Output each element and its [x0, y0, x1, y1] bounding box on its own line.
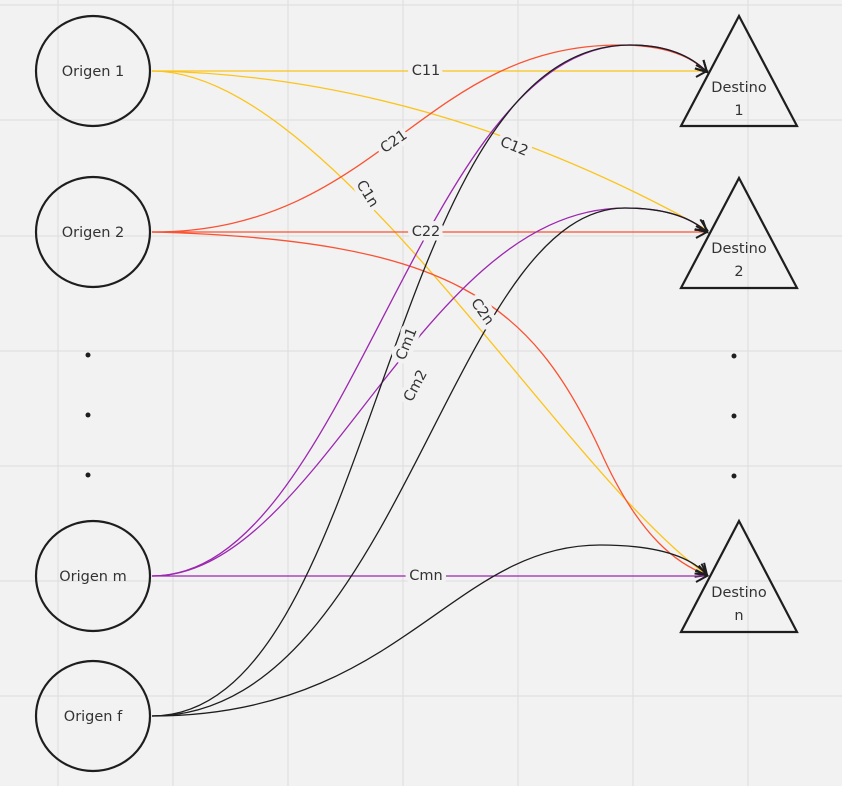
edge-c2n[interactable]	[151, 231, 707, 575]
label-c11: C11	[412, 63, 441, 79]
destination-2-label: Destino	[711, 241, 767, 257]
destination-ellipsis	[731, 353, 737, 479]
label-cmn: Cmn	[409, 568, 442, 584]
destination-n-label: Destino	[711, 585, 767, 601]
destination-1[interactable]: Destino 1	[679, 13, 799, 128]
label-c12: C12	[498, 134, 530, 160]
destination-2-number: 2	[734, 264, 743, 280]
origin-2-label: Origen 2	[62, 225, 125, 241]
edge-cf1[interactable]	[151, 44, 707, 717]
destination-n-number: n	[734, 608, 743, 624]
edge-cm2[interactable]	[151, 207, 707, 577]
origin-1[interactable]: Origen 1	[34, 14, 152, 128]
origin-ellipsis	[85, 352, 91, 478]
destination-2[interactable]: Destino 2	[679, 175, 799, 290]
edge-cf2[interactable]	[151, 207, 707, 717]
edges	[151, 44, 707, 717]
label-c22: C22	[412, 224, 441, 240]
origin-m-label: Origen m	[59, 569, 126, 585]
edge-c12[interactable]	[151, 70, 707, 230]
destination-1-number: 1	[734, 103, 743, 119]
label-cm2: Cm2	[401, 367, 431, 404]
label-c2n: C2n	[467, 296, 496, 329]
origin-m[interactable]: Origen m	[34, 519, 152, 633]
edge-c1n[interactable]	[151, 70, 707, 575]
destination-n[interactable]: Destino n	[679, 518, 799, 634]
destination-1-label: Destino	[711, 80, 767, 96]
origin-f-label: Origen f	[64, 709, 123, 725]
origin-2[interactable]: Origen 2	[34, 175, 152, 289]
edge-c21[interactable]	[151, 44, 707, 233]
label-c1n: C1n	[353, 178, 382, 211]
edge-cfn[interactable]	[151, 544, 707, 717]
origin-f[interactable]: Origen f	[34, 659, 152, 773]
origin-1-label: Origen 1	[62, 64, 125, 80]
label-cm1: Cm1	[393, 325, 420, 362]
